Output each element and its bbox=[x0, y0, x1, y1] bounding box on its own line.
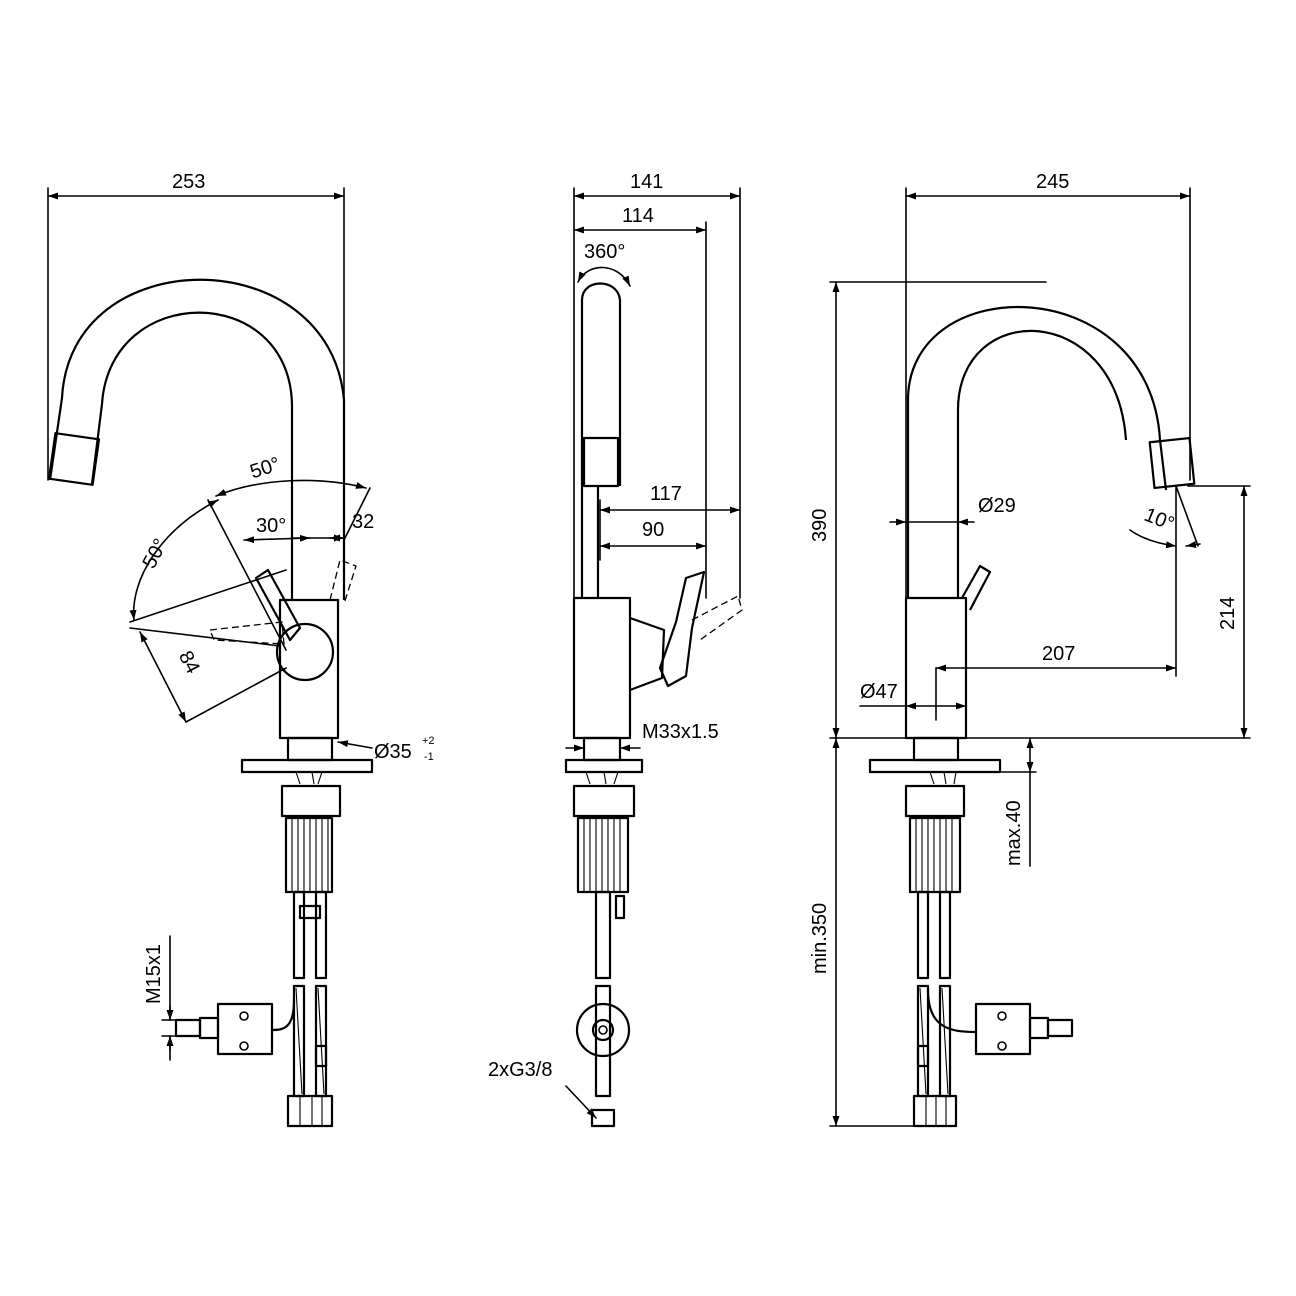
reach-b-label: 90 bbox=[642, 519, 664, 541]
lever-angle-c-label: 30° bbox=[256, 515, 286, 537]
height-total-label: 390 bbox=[809, 509, 831, 542]
spout-angle-label: 10° bbox=[1141, 504, 1177, 536]
side-view bbox=[564, 282, 743, 1128]
spout-diameter-label: Ø29 bbox=[978, 495, 1016, 517]
thread-label: M33x1.5 bbox=[642, 721, 719, 743]
min-clearance-label: min.350 bbox=[809, 903, 831, 974]
hole-tol-minus-label: -1 bbox=[424, 751, 434, 763]
base-diameter-label: Ø47 bbox=[860, 681, 898, 703]
side-inner-label: 114 bbox=[622, 205, 654, 227]
lever-angle-a-label: 50° bbox=[247, 453, 283, 483]
height-outlet-label: 214 bbox=[1217, 597, 1239, 630]
lever-angle-b-label: 50° bbox=[139, 535, 173, 572]
deck-thickness-label: max.40 bbox=[1003, 800, 1025, 866]
dimension-lines bbox=[47, 187, 1251, 1127]
rear-width-label: 245 bbox=[1036, 171, 1069, 193]
reach-a-label: 117 bbox=[650, 483, 682, 505]
connection-label: 2xG3/8 bbox=[488, 1059, 552, 1081]
rotation-label: 360° bbox=[584, 241, 625, 263]
lever-offset-label: 32 bbox=[352, 511, 374, 533]
rear-view bbox=[868, 305, 1196, 1128]
front-width-label: 253 bbox=[172, 171, 205, 193]
reach-rear-label: 207 bbox=[1042, 643, 1075, 665]
hole-diameter-label: Ø35 bbox=[374, 741, 412, 763]
side-width-label: 141 bbox=[630, 171, 663, 193]
lever-length-label: 84 bbox=[174, 647, 204, 677]
hole-tol-plus-label: +2 bbox=[422, 735, 435, 747]
hose-thread-label: M15x1 bbox=[143, 944, 165, 1004]
front-view bbox=[47, 278, 374, 1128]
